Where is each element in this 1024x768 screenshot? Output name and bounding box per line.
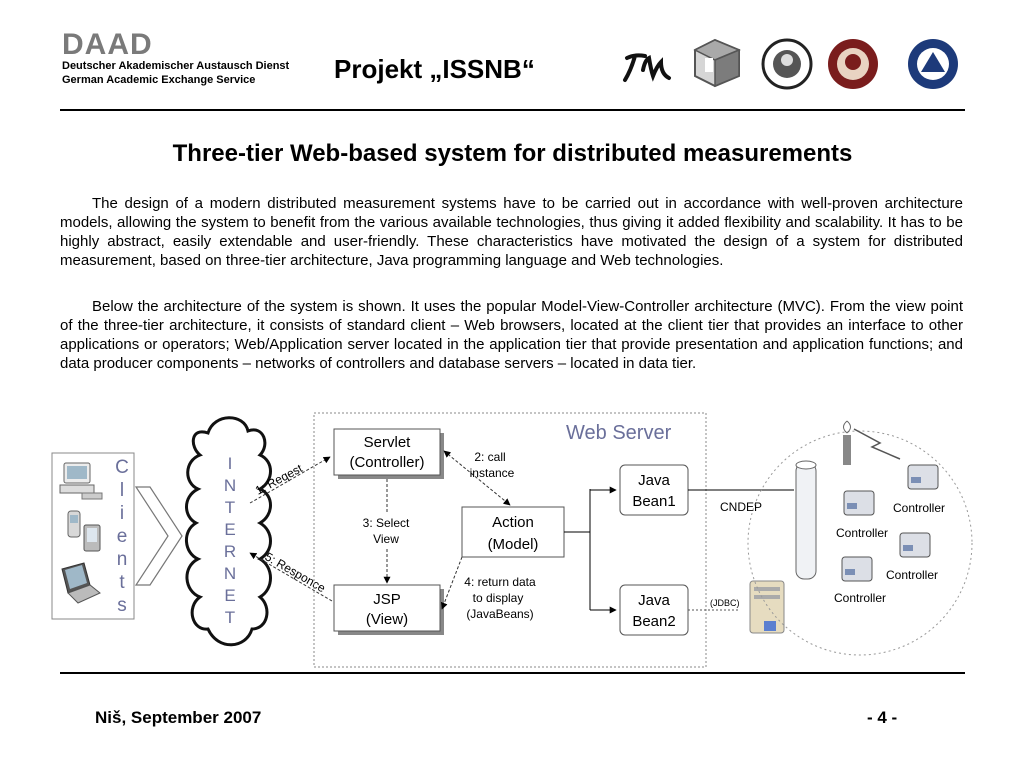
return-data-label: to display [473,591,524,605]
bean1-subtitle: Bean1 [632,493,675,510]
tu-logo-icon [623,53,671,82]
cube-logo-icon [693,38,741,88]
return-data-label: (JavaBeans) [466,607,533,621]
cndep-label: CNDEP [720,500,762,514]
web-server-label: Web Server [566,422,672,444]
clients-letter: C [115,457,129,478]
bean2-title: Java [638,592,670,609]
database-server-icon [749,580,785,634]
bean1-title: Java [638,472,670,489]
project-title: Projekt „ISSNB“ [334,54,535,84]
internet-letter: T [225,608,235,627]
controller-device-icon [841,556,873,582]
jsp-box [333,584,441,632]
internet-letter: T [225,498,235,517]
footer-divider [60,672,965,674]
clients-letter: t [119,572,125,593]
partner-logos [623,38,958,90]
jsp-subtitle: (View) [366,611,408,628]
clients-letter: l [120,480,124,501]
footer-location-date: Niš, September 2007 [95,708,262,727]
pda-icon [83,524,101,552]
action-model-box [461,506,565,558]
controller-label: Controller [893,501,945,515]
internet-letter: I [228,454,233,473]
web-server-container [313,412,707,668]
footer-page-number: - 4 - [867,708,898,727]
daad-subtitle-en: German Academic Exchange Service [62,74,256,86]
daad-logo: DAAD Deutscher Akademischer Austausch Di… [62,28,322,92]
servlet-title: Servlet [364,434,412,451]
clients-chevron-icon [134,486,183,586]
internet-letter: E [224,586,235,605]
servlet-subtitle: (Controller) [349,454,424,471]
jsp-title: JSP [373,591,401,608]
daad-subtitle-de: Deutscher Akademischer Austausch Dienst [62,60,290,72]
paragraph-intro: The design of a modern distributed measu… [60,195,963,269]
paragraph-architecture: Below the architecture of the system is … [60,298,963,372]
banja-luka-university-seal-icon [908,39,958,89]
controller-label: Controller [836,526,888,540]
select-view-label: View [373,532,399,546]
controller-device-icon [907,464,939,490]
clients-letter: i [120,503,124,524]
request-arrow [249,456,331,504]
internet-letter: N [224,564,236,583]
bean2-subtitle: Bean2 [632,613,675,630]
controller-device-icon [899,532,931,558]
call-instance-label: 2: call [474,450,505,464]
university-seal-icon [761,38,813,90]
nis-university-seal-icon [828,39,878,89]
internet-letter: N [224,476,236,495]
slide-title: Three-tier Web-based system for distribu… [172,140,853,167]
antenna-icon [843,420,901,465]
return-data-arrow [440,556,463,610]
mobile-phone-icon [67,510,81,538]
daad-wordmark: DAAD [62,28,153,61]
action-subtitle: (Model) [488,536,539,553]
response-label: 5: Responce [263,549,329,595]
servlet-box [333,428,441,476]
clients-letter: n [117,549,128,570]
clients-letter: s [117,595,127,616]
network-bus-icon [795,460,817,580]
clients-letter: e [117,526,128,547]
action-title: Action [492,514,534,531]
return-data-label: 4: return data [464,575,536,589]
architecture-diagram: C l i e n t s I N T E R N E T 1: Reqest … [51,412,973,668]
call-instance-arrow [443,450,511,506]
header-divider [60,109,965,111]
controller-label: Controller [886,568,938,582]
desktop-computer-icon [59,462,103,500]
laptop-icon [61,562,101,604]
data-tier-circle [747,430,973,656]
controller-label: Controller [834,591,886,605]
internet-cloud-icon [185,416,272,647]
jdbc-label: (JDBC) [710,598,740,608]
select-view-label: 3: Select [363,516,410,530]
response-arrow [249,552,333,602]
internet-letter: R [224,542,236,561]
call-instance-label: instance [470,466,515,480]
controller-device-icon [843,490,875,516]
internet-letter: E [224,520,235,539]
